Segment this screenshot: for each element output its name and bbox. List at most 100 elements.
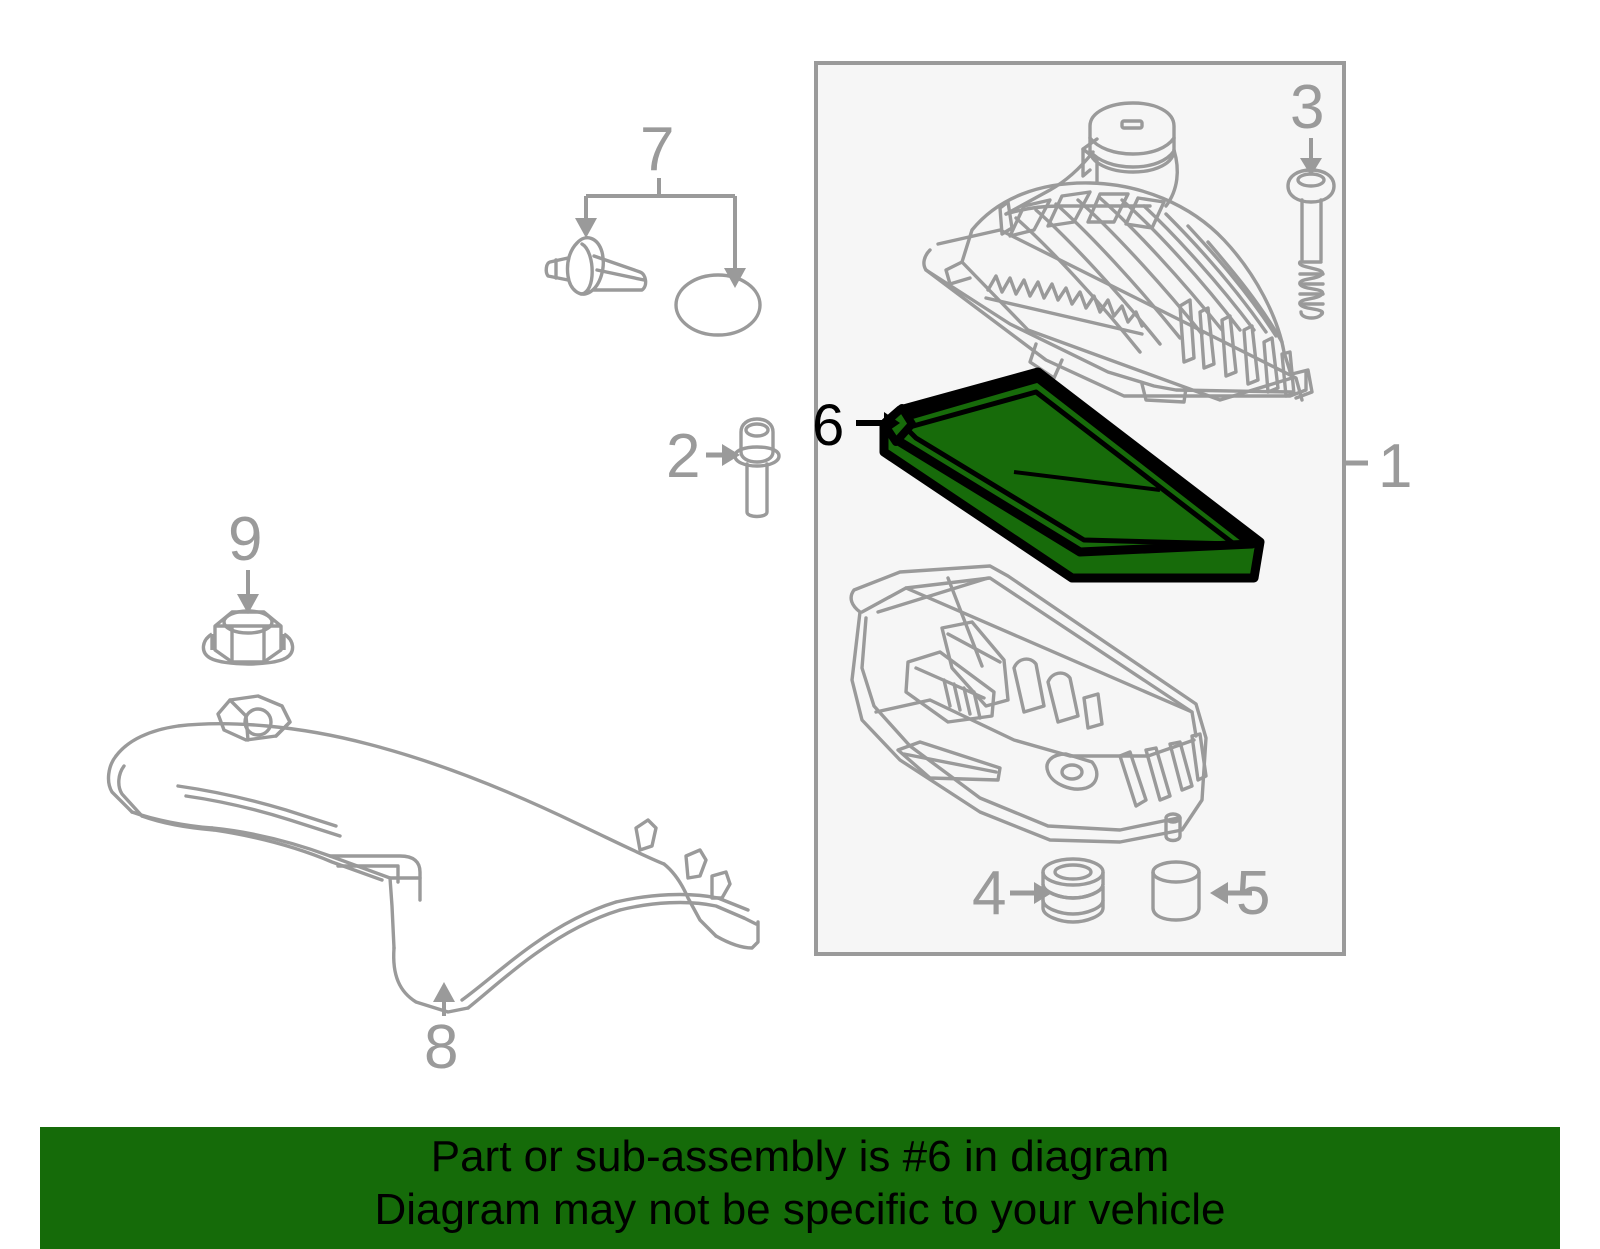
lower-housing-fin-1 [1012, 657, 1046, 714]
cover-rib-3 [1054, 202, 1182, 340]
callout-8-group: 8 [424, 982, 458, 1082]
air-cleaner-lower-housing-part [849, 564, 1208, 844]
bolt-2-shank [745, 462, 769, 519]
screw-3-thread-lines [1298, 260, 1325, 306]
cover-left-tab [998, 200, 1014, 236]
cover-dome [960, 181, 1294, 402]
cover-fin-4 [1262, 336, 1280, 394]
lower-housing-flute-2 [1144, 746, 1172, 802]
lower-housing-baffle [940, 620, 1010, 708]
duct-connector-tab-2 [684, 848, 708, 880]
lower-housing-fin-2 [1046, 671, 1080, 724]
callout-9-arrowhead [237, 594, 259, 614]
bolt-2-head [739, 417, 775, 464]
lower-housing-floor-band [874, 698, 1196, 758]
cover-elbow-bracket [1081, 137, 1099, 178]
lower-housing-fin-3 [1082, 692, 1104, 730]
cover-flange-lug-right [1290, 368, 1314, 400]
cover-rib-8 [1164, 212, 1268, 334]
lower-housing-drain [1164, 816, 1182, 843]
notice-banner-line-1: Part or sub-assembly is #6 in diagram [431, 1132, 1170, 1181]
lower-housing-slot-3 [962, 686, 972, 716]
callout-3-number: 3 [1290, 73, 1324, 142]
duct-seam-1 [176, 784, 338, 828]
lower-housing-baffle-edge [946, 632, 1002, 664]
duct-connector-tab-1 [634, 818, 658, 852]
cover-gasket-teeth [986, 274, 1144, 328]
duct-bottom-left [392, 946, 470, 1014]
duct-right-end-edge [742, 916, 758, 926]
lower-housing-flute-3 [1168, 740, 1194, 792]
callout-7-group: 7 [575, 115, 746, 288]
duct-lower-left-inner [212, 828, 384, 882]
cover-slot-3 [1086, 192, 1130, 224]
lower-housing-outer [849, 564, 1208, 844]
lower-housing-flute-1 [1118, 750, 1148, 808]
cover-left-lug [944, 260, 972, 286]
bolt-7-shank-line [595, 268, 646, 282]
nut-9-flange-edges [210, 634, 286, 650]
duct-mount-hole [243, 707, 273, 737]
duct-left-mouth-outer [106, 754, 134, 814]
lower-housing-slot-2 [952, 682, 962, 712]
cover-rib-10 [1206, 240, 1284, 344]
duct-bottom-mid-inner [460, 900, 618, 1002]
callout-4-number: 4 [972, 859, 1006, 928]
filter-corner-notch [880, 404, 916, 446]
cover-rib-6 [1120, 198, 1242, 332]
flange-hex-nut-part [201, 609, 295, 666]
air-filter-element-part [879, 367, 1265, 583]
duct-shelf-top [328, 854, 422, 902]
cover-fin-3 [1242, 324, 1260, 386]
screw-3-shank [1300, 198, 1323, 262]
cover-outlet-ring-1 [1088, 136, 1176, 156]
notice-banner-background [40, 1127, 1560, 1249]
notice-banner: Part or sub-assembly is #6 in diagram Di… [40, 1127, 1560, 1249]
cover-rib-9 [1186, 224, 1278, 338]
cover-outlet-tab [1120, 119, 1144, 130]
air-cleaner-cover-part [922, 101, 1314, 404]
grommet-ring-7-part [674, 273, 762, 337]
cover-flange-skirt [922, 248, 1308, 398]
cover-fin-6 [1178, 298, 1196, 364]
lower-housing-floor-plate-edge [902, 752, 998, 774]
cover-outlet-ring-2 [1088, 149, 1176, 169]
cover-fin-2 [1220, 314, 1238, 378]
lower-housing-floor-plate [896, 740, 1002, 782]
bolt-7-flange-inner [579, 242, 594, 296]
cover-elbow-bracket-inner [1081, 147, 1099, 184]
duct-right-arm-bottom [618, 900, 746, 920]
grommet-4-groove-2 [1041, 899, 1105, 916]
cover-fin-1 [1198, 306, 1216, 370]
lower-housing-drain-top [1164, 812, 1182, 824]
grommet-ring-7-outline [674, 273, 762, 337]
lower-housing-top-wall [876, 576, 990, 614]
cover-elbow-left [1004, 150, 1095, 216]
cover-flange-inner [924, 268, 1294, 394]
notice-banner-line-2: Diagram may not be specific to your vehi… [374, 1185, 1225, 1234]
duct-left-mouth-inner [117, 764, 144, 818]
bolt-2-socket [744, 422, 770, 438]
bolt-7-head [544, 256, 570, 282]
lower-housing-boss [1045, 752, 1099, 791]
duct-connector-tab-3 [710, 870, 732, 900]
duct-seam-2 [184, 794, 342, 838]
bolt-7-flange [565, 236, 605, 296]
lower-housing-rim [860, 576, 1198, 738]
rubber-grommet-part [1041, 857, 1105, 924]
cover-slot-1 [1008, 198, 1052, 238]
cover-flange-top-edge [936, 228, 1304, 402]
duct-mount-boss-right [274, 704, 292, 738]
lower-housing-slot-plate [904, 650, 996, 724]
callout-6-arrowhead [884, 412, 900, 434]
flange-bolt-7-part [544, 236, 648, 296]
cover-slot-2 [1046, 190, 1092, 228]
callout-5-arrowhead [1210, 882, 1228, 904]
lower-housing-slot-plate-edge [914, 666, 986, 700]
bushing-sleeve-part [1151, 860, 1201, 922]
lower-housing-rim-inner [860, 616, 1180, 832]
filter-pleat-divider [1013, 470, 1161, 492]
callout-7-left-arrowhead [575, 218, 597, 238]
air-intake-duct-part [106, 694, 760, 1014]
